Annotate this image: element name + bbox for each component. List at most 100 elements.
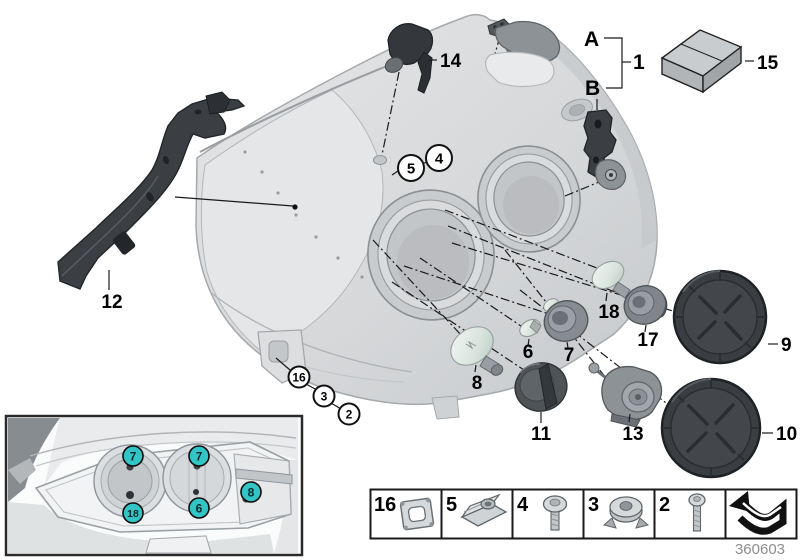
variant-label-b[interactable]: B xyxy=(585,77,600,100)
plate-recess xyxy=(145,535,212,554)
housing-vent-inner xyxy=(568,104,586,116)
variant-a-bracket xyxy=(484,18,561,88)
cap-9-ridges xyxy=(697,294,743,341)
tapping-screw-icon xyxy=(688,493,706,532)
part-8-bulb: 8 xyxy=(450,326,504,394)
cover-11-highlight xyxy=(519,363,541,374)
part-label-9[interactable]: 9 xyxy=(781,335,792,356)
housing-back-shell-shade xyxy=(540,32,658,249)
pointer-line-12 xyxy=(174,196,294,207)
line-tab-to-16 xyxy=(275,357,291,371)
badge-num-6[interactable]: 6 xyxy=(196,502,203,516)
part-label-7[interactable]: 7 xyxy=(564,345,575,366)
inset-badges: 7 7 8 18 6 xyxy=(122,445,262,524)
part-10-sealing-cap: 10 xyxy=(660,377,797,479)
callout-num-5[interactable]: 5 xyxy=(407,161,415,178)
cap-10-rim-ticks xyxy=(664,381,758,475)
bracket-12-hole-large xyxy=(112,231,136,255)
washer-screw-icon xyxy=(542,495,568,531)
callout-circle-2[interactable] xyxy=(337,402,361,426)
leader-7 xyxy=(403,265,550,315)
socket-17-core xyxy=(632,296,646,308)
badge-circle-7-left[interactable] xyxy=(122,445,144,467)
badge-num-8[interactable]: 8 xyxy=(248,486,255,500)
badge-num-7-left[interactable]: 7 xyxy=(130,450,137,464)
line-housing-to-5 xyxy=(391,170,399,176)
callout-num-16[interactable]: 16 xyxy=(292,371,306,385)
motor-13-ball-stud xyxy=(588,362,600,374)
strip-num-2[interactable]: 2 xyxy=(659,494,670,516)
badge-circle-8[interactable] xyxy=(240,481,262,503)
hood-crease-1 xyxy=(29,431,297,457)
inset-car-art xyxy=(8,418,298,554)
cap-10-ridges xyxy=(686,403,736,454)
callout-circle-3[interactable] xyxy=(312,384,336,408)
part-label-1[interactable]: 1 xyxy=(633,51,645,74)
leader-b-arm xyxy=(564,179,605,197)
part-label-11[interactable]: 11 xyxy=(531,424,552,445)
badge-num-18[interactable]: 18 xyxy=(127,508,139,520)
hardware-strip: 16 5 4 xyxy=(369,488,798,540)
strip-num-5[interactable]: 5 xyxy=(446,494,457,516)
leader-17 xyxy=(447,225,631,299)
box-seam xyxy=(680,43,723,62)
callout-num-4[interactable]: 4 xyxy=(435,151,444,168)
callout-circle-5[interactable] xyxy=(397,154,425,182)
callout-circle-4[interactable] xyxy=(425,144,453,172)
signal-reflector-bar xyxy=(235,468,293,485)
strip-cell-5[interactable]: 5 xyxy=(446,493,508,527)
leader-8 xyxy=(372,239,463,337)
part-14-sensor: 14 xyxy=(384,23,462,94)
part-label-14[interactable]: 14 xyxy=(440,51,462,72)
left-projector-dot-bottom xyxy=(126,491,134,499)
part-18-bulb: 18 xyxy=(591,260,631,323)
strip-cell-continue[interactable] xyxy=(729,491,787,535)
bumper-area xyxy=(8,502,274,553)
bulb-18-glass xyxy=(591,260,625,290)
badge-circle-7-right[interactable] xyxy=(188,445,210,467)
bracket-12-hole-1 xyxy=(146,192,154,202)
right-projector-dot-bottom xyxy=(193,489,199,495)
part-label-12[interactable]: 12 xyxy=(101,292,122,313)
bulb-8-filament xyxy=(465,340,477,350)
part-6-wedge-bulb: 6 xyxy=(519,318,542,363)
callout-num-2[interactable]: 2 xyxy=(346,408,353,422)
strip-num-16[interactable]: 16 xyxy=(374,494,396,516)
variant-label-a[interactable]: A xyxy=(584,28,599,51)
callout-num-3[interactable]: 3 xyxy=(321,390,328,404)
bracket-12-top-bump xyxy=(205,91,231,115)
part-7-bulb-socket: 7 xyxy=(543,298,589,366)
cover-11-tab xyxy=(538,363,558,410)
bracket-12-hole-2 xyxy=(163,155,169,165)
box-side xyxy=(702,45,742,94)
part-label-8[interactable]: 8 xyxy=(472,373,483,394)
bulb-8-glass xyxy=(450,326,494,366)
strip-num-4[interactable]: 4 xyxy=(517,494,529,516)
bulb-18-base xyxy=(612,281,631,299)
part-label-10[interactable]: 10 xyxy=(776,424,797,445)
bracket-line xyxy=(604,37,623,89)
badge-circle-6[interactable] xyxy=(188,497,210,519)
a-arm-base-hole2 xyxy=(500,22,504,26)
tick-17 xyxy=(644,324,647,333)
callout-16-3-2: 16 3 2 xyxy=(275,357,361,426)
part-label-6[interactable]: 6 xyxy=(523,342,534,363)
tick-18 xyxy=(605,292,608,302)
tick-6 xyxy=(527,338,530,347)
badge-num-7-right[interactable]: 7 xyxy=(196,450,203,464)
badge-circle-18[interactable] xyxy=(122,502,144,524)
part-label-13[interactable]: 13 xyxy=(622,424,643,445)
strip-cell-4[interactable]: 4 xyxy=(517,494,568,531)
part-label-17[interactable]: 17 xyxy=(637,330,658,351)
mirror-shape xyxy=(8,458,36,484)
callout-circle-16[interactable] xyxy=(287,365,311,389)
strip-cell-3[interactable]: 3 xyxy=(588,494,650,529)
part-13-adjuster-motor: 13 xyxy=(588,362,663,445)
part-label-18[interactable]: 18 xyxy=(598,302,619,323)
strip-cell-2[interactable]: 2 xyxy=(659,493,706,532)
strip-cell-16[interactable]: 16 xyxy=(374,494,435,531)
hood-surface xyxy=(44,418,298,486)
strip-num-3[interactable]: 3 xyxy=(588,494,599,516)
part-label-15[interactable]: 15 xyxy=(757,53,779,74)
